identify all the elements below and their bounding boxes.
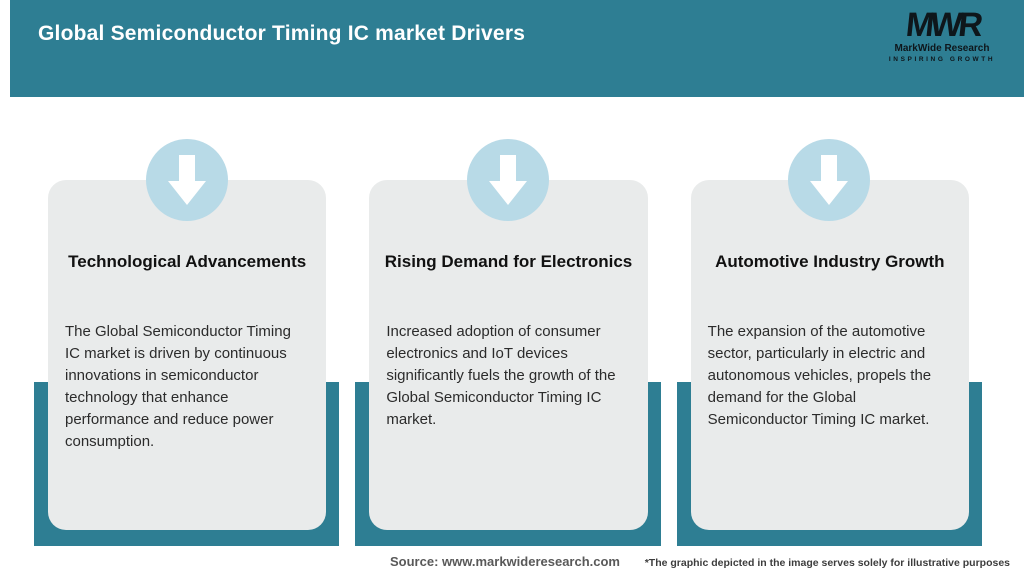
brand-logo: MWR MarkWide Research INSPIRING GROWTH [882,6,1002,64]
source-text: Source: www.markwideresearch.com [389,554,621,569]
driver-column-2: Rising Demand for Electronics Increased … [355,139,661,547]
down-arrow-icon [466,139,549,221]
card-title: Rising Demand for Electronics [384,252,633,271]
card-description: The Global Semiconductor Timing IC marke… [65,323,291,450]
disclaimer-text: *The graphic depicted in the image serve… [644,557,1010,569]
logo-tagline: INSPIRING GROWTH [888,56,996,63]
logo-name: MarkWide Research [894,43,990,54]
card-title: Technological Advancements [68,252,307,271]
down-arrow-icon [788,139,871,221]
driver-card: Technological Advancements The Global Se… [48,180,327,530]
card-description: The expansion of the automotive sector, … [707,323,932,428]
driver-card: Rising Demand for Electronics Increased … [369,180,648,530]
driver-column-3: Automotive Industry Growth The expansion… [676,139,982,547]
card-title: Automotive Industry Growth [715,252,945,271]
driver-column-1: Technological Advancements The Global Se… [34,139,340,547]
header-bar: Global Semiconductor Timing IC market Dr… [10,0,1024,97]
page-title: Global Semiconductor Timing IC market Dr… [38,22,526,45]
driver-card: Automotive Industry Growth The expansion… [690,180,969,530]
logo-monogram: MWR [903,6,981,44]
down-arrow-icon [145,139,228,221]
card-description: Increased adoption of consumer electroni… [386,323,616,428]
driver-cards: Technological Advancements The Global Se… [34,139,982,547]
